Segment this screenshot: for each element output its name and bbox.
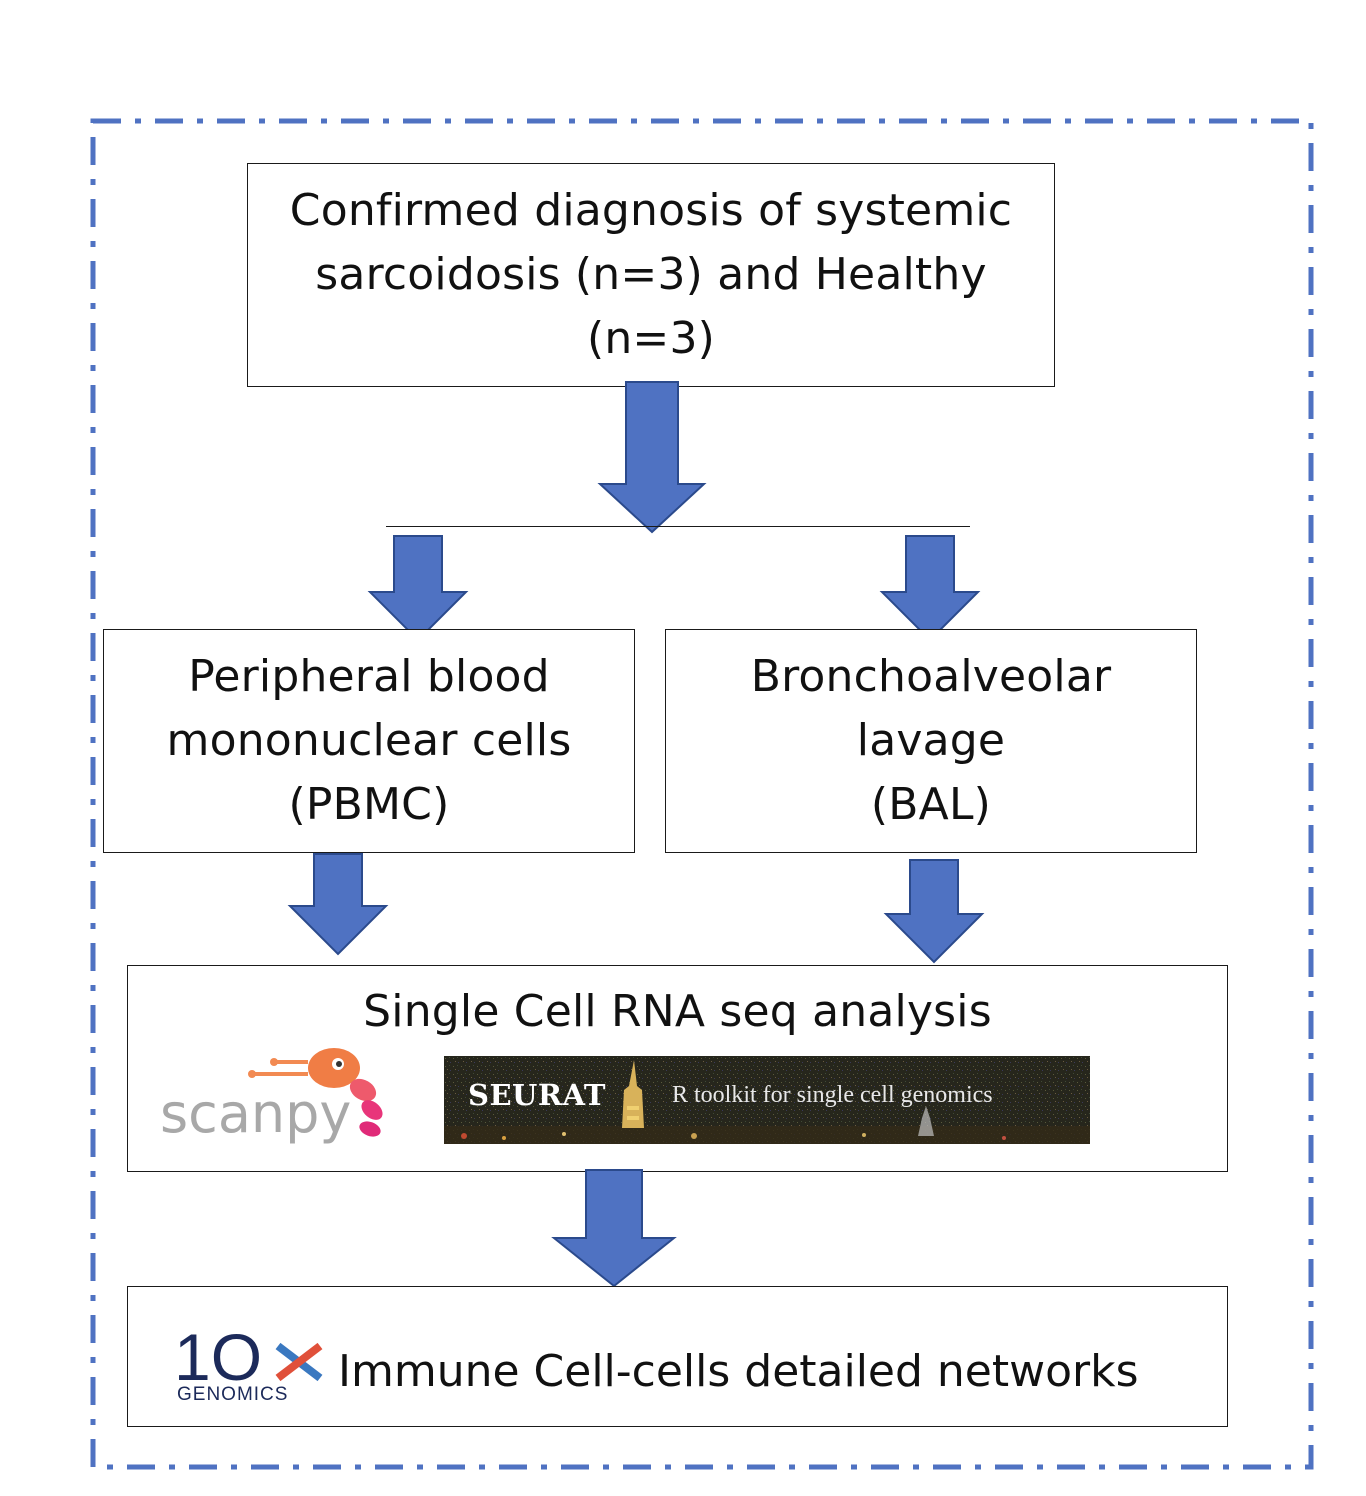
seurat-subtitle: R toolkit for single cell genomics — [672, 1082, 993, 1108]
diagnosis-line-3: (n=3) — [586, 313, 716, 364]
diagnosis-line-1: Confirmed diagnosis of systemic — [289, 185, 1013, 236]
bal-line-2: lavage — [856, 715, 1006, 766]
10x-logo-number: 1O — [174, 1320, 262, 1390]
analysis-title: Single Cell RNA seq analysis — [363, 986, 992, 1037]
scanpy-wordmark: scanpy — [160, 1082, 351, 1145]
diagnosis-box: Confirmed diagnosis of systemic sarcoido… — [247, 163, 1055, 387]
arrow-down-icon — [287, 853, 389, 956]
seurat-banner: SEURAT R toolkit for single cell genomic… — [444, 1056, 1090, 1144]
pbmc-line-2: mononuclear cells — [166, 715, 572, 766]
arrow-down-icon — [879, 535, 981, 642]
arrow-down-icon — [597, 381, 707, 534]
pbmc-box: Peripheral blood mononuclear cells (PBMC… — [103, 629, 635, 853]
bal-line-3: (BAL) — [870, 779, 992, 830]
bal-line-1: Bronchoalveolar — [750, 651, 1112, 702]
networks-text: Immune Cell-cells detailed networks — [338, 1346, 1139, 1397]
arrow-down-icon — [883, 859, 985, 964]
genomics-label: GENOMICS — [177, 1384, 289, 1405]
seurat-title: SEURAT — [468, 1078, 606, 1112]
diagnosis-line-2: sarcoidosis (n=3) and Healthy — [315, 249, 987, 300]
bal-box: Bronchoalveolar lavage (BAL) — [665, 629, 1197, 853]
city-night-image — [444, 1056, 1090, 1144]
10x-genomics-logo: 1O — [170, 1320, 332, 1404]
networks-box — [127, 1286, 1228, 1427]
split-line — [386, 526, 970, 527]
scanpy-logo: scanpy — [158, 1046, 398, 1150]
pbmc-line-1: Peripheral blood — [188, 651, 550, 702]
arrow-down-icon — [367, 535, 469, 642]
pbmc-line-3: (PBMC) — [288, 779, 450, 830]
arrow-down-icon — [551, 1169, 677, 1288]
